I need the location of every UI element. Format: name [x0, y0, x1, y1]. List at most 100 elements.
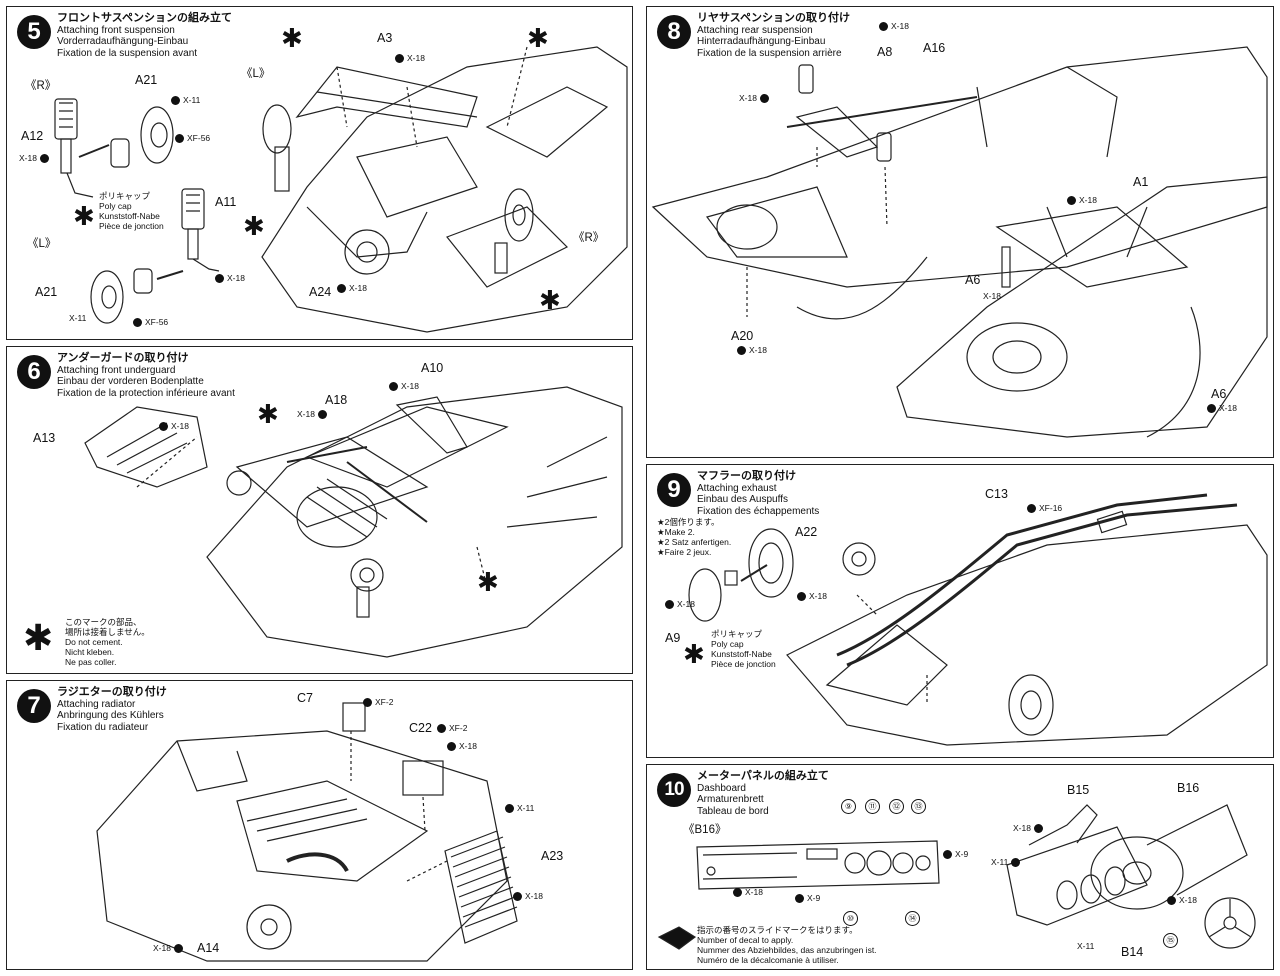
- step-6-illustration: [84, 386, 623, 658]
- step-8-screw-x18f: X-18: [1207, 403, 1237, 413]
- screw-icon: [171, 95, 180, 105]
- no-cement-legend-star-icon: ✱: [23, 617, 54, 658]
- step-8-screw-x18c: X-18: [1067, 195, 1097, 205]
- screw-icon: [505, 803, 514, 813]
- step-6-title-en: Attaching front underguard: [57, 364, 176, 376]
- step-5-label-l2: 《L》: [241, 68, 271, 80]
- screw-icon: [943, 849, 952, 859]
- screw-icon: [665, 599, 674, 609]
- screw-icon: [395, 53, 404, 63]
- step-9-title-de: Einbau des Auspuffs: [697, 494, 788, 505]
- step-8-title-fr: Fixation de la suspension arrière: [697, 47, 842, 59]
- screw-icon: [737, 345, 746, 355]
- screw-icon: [1033, 823, 1043, 833]
- step-10-title-de: Armaturenbrett: [697, 794, 764, 805]
- screw-icon: [437, 723, 446, 733]
- step-5-screw-x11a: X-11: [171, 95, 200, 105]
- screw-icon: [389, 381, 398, 391]
- step-6-label-a10: A10: [421, 361, 444, 375]
- step-5-number: 5: [17, 15, 51, 49]
- no-cement-star-icon: ✱: [527, 23, 549, 53]
- step-6-label-a13: A13: [33, 431, 56, 445]
- step-8-panel: 8 リヤサスペンションの取り付け Attaching rear suspensi…: [646, 6, 1274, 458]
- step-5-illustration: [54, 46, 628, 333]
- step-10-label-b16a: 《B16》: [683, 824, 727, 836]
- step-7-title-de: Anbringung des Kühlers: [57, 710, 164, 721]
- step-6-screw-x18a: X-18: [159, 421, 189, 431]
- step-10-titles: メーターパネルの組み立て Dashboard Armaturenbrett Ta…: [697, 770, 829, 817]
- step-5-title-fr: Fixation de la suspension avant: [57, 47, 198, 59]
- decal-number-9: ⑨: [841, 799, 856, 814]
- step-10-screw-x18c: X-18: [1167, 895, 1197, 905]
- step-5-screw-x18a: X-18: [19, 153, 49, 163]
- step-10-title-jp: メーターパネルの組み立て: [697, 770, 829, 782]
- step-7-title-jp: ラジエターの取り付け: [57, 686, 167, 698]
- step-10-illustration: [657, 804, 1256, 950]
- decal-number-10: ⑩: [843, 911, 858, 926]
- screw-icon: [733, 887, 742, 897]
- step-9-title-en: Attaching exhaust: [697, 482, 777, 494]
- step-7-number: 7: [17, 689, 51, 723]
- no-cement-star-icon: ✱: [243, 211, 265, 241]
- decal-number-13: ⑬: [911, 799, 926, 814]
- screw-icon: [1207, 403, 1216, 413]
- step-8-label-a1: A1: [1133, 175, 1149, 189]
- step-10-screw-x11b: X-11: [1077, 941, 1095, 951]
- step-8-label-a20: A20: [731, 329, 754, 343]
- step-10-title-en: Dashboard: [697, 782, 746, 794]
- step-9-screw-x18b: X-18: [797, 591, 827, 601]
- screw-icon: [317, 409, 327, 419]
- step-5-label-a21a: A21: [135, 73, 158, 87]
- step-5-screw-x18c: X-18: [395, 53, 425, 63]
- step-7-screw-xf2b: XF-2: [437, 723, 467, 733]
- step-7-screw-x11: X-11: [505, 803, 534, 813]
- step-7-label-c22: C22: [409, 721, 432, 735]
- screw-icon: [337, 283, 346, 293]
- step-8-screw-x18a: X-18: [879, 21, 909, 31]
- screw-icon: [175, 133, 184, 143]
- step-5-title-de: Vorderradaufhängung-Einbau: [57, 36, 189, 47]
- step-9-panel: 9 マフラーの取り付け Attaching exhaust Einbau des…: [646, 464, 1274, 758]
- step-8-screw-x18d: X-18: [983, 291, 1001, 301]
- step-8-number: 8: [657, 15, 691, 49]
- step-8-label-a6a: A6: [965, 273, 981, 287]
- screw-icon: [39, 153, 49, 163]
- step-6-title-jp: アンダーガードの取り付け: [57, 352, 189, 364]
- step-9-screw-x18a: X-18: [665, 599, 695, 609]
- step-9-title-fr: Fixation des échappements: [697, 505, 820, 517]
- step-10-screw-x18a: X-18: [733, 887, 763, 897]
- no-cement-star-icon: ✱: [539, 285, 561, 315]
- step-6-notice: このマークの部品、場所は接着しません。Do not cement.Nicht k…: [65, 617, 150, 667]
- step-5-label-a24: A24: [309, 285, 332, 299]
- step-9-make2-note: ★2個作ります。★Make 2.★2 Satz anfertigen.★Fair…: [657, 517, 732, 557]
- step-6-screw-x18c: X-18: [389, 381, 419, 391]
- step-10-decal-note: 指示の番号のスライドマークをはります。Number of decal to ap…: [697, 925, 877, 965]
- decal-number-12: ⑫: [889, 799, 904, 814]
- step-6-panel: 6 アンダーガードの取り付け Attaching front underguar…: [6, 346, 633, 674]
- screw-icon: [363, 697, 372, 707]
- decal-number-11: ⑪: [865, 799, 880, 814]
- step-5-title-jp: フロントサスペンションの組み立て: [57, 12, 233, 24]
- step-5-screw-xf56b: XF-56: [133, 317, 168, 327]
- step-9-titles: マフラーの取り付け Attaching exhaust Einbau des A…: [697, 470, 820, 517]
- step-6-title-de: Einbau der vorderen Bodenplatte: [57, 376, 204, 387]
- no-cement-star-icon: ✱: [477, 567, 499, 597]
- step-8-title-jp: リヤサスペンションの取り付け: [697, 12, 851, 24]
- step-7-title-en: Attaching radiator: [57, 698, 136, 710]
- screw-icon: [1067, 195, 1076, 205]
- step-9-label-a22: A22: [795, 525, 818, 539]
- step-5-label-a3: A3: [377, 31, 393, 45]
- step-7-screw-x18a: X-18: [447, 741, 477, 751]
- step-7-title-fr: Fixation du radiateur: [57, 721, 149, 733]
- screw-icon: [1167, 895, 1176, 905]
- step-5-label-a11: A11: [215, 195, 237, 209]
- step-5-label-a21b: A21: [35, 285, 58, 299]
- step-5-label-r2: 《R》: [573, 232, 605, 244]
- screw-icon: [173, 943, 183, 953]
- screw-icon: [133, 317, 142, 327]
- no-cement-star-icon: ✱: [257, 399, 279, 429]
- step-9-label-a9: A9: [665, 631, 681, 645]
- step-10-label-b14: B14: [1121, 945, 1144, 959]
- step-6-screw-x18b: X-18: [297, 409, 327, 419]
